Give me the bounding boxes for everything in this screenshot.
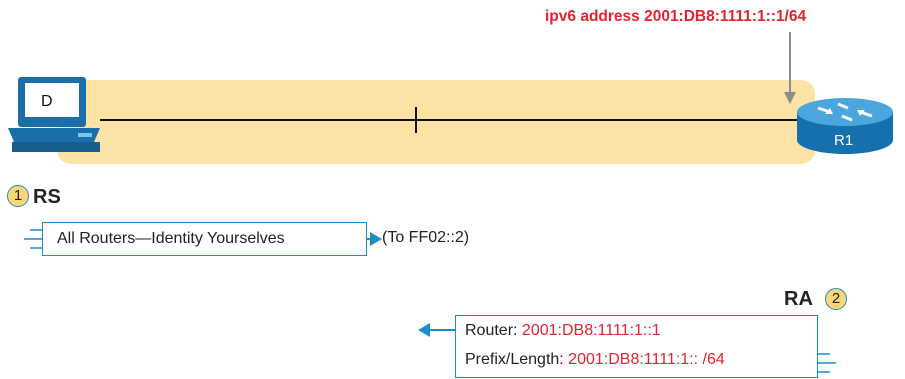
ra-prefix-line: Prefix/Length: 2001:DB8:1111:1:: /64 [465, 345, 817, 374]
rs-arrowhead [370, 232, 382, 246]
router-icon [797, 98, 893, 154]
ra-title: RA [784, 288, 813, 310]
ra-router-key: Router: [465, 322, 522, 339]
pc-label: D [41, 93, 53, 110]
pc-icon [8, 77, 100, 152]
ra-router-line: Router: 2001:DB8:1111:1::1 [465, 316, 817, 345]
ra-step-badge: 2 [825, 288, 847, 310]
rs-step-badge: 1 [7, 185, 29, 207]
ra-arrowhead [418, 323, 430, 337]
ra-prefix-value: 2001:DB8:1111:1:: /64 [568, 351, 725, 368]
ra-prefix-key: Prefix/Length: [465, 351, 569, 368]
rs-message-box: All Routers—Identity Yourselves [42, 222, 367, 256]
rs-message-text: All Routers—Identity Yourselves [57, 230, 285, 247]
rs-speed-lines [24, 229, 42, 249]
lan-segment-highlight [57, 80, 815, 164]
router-label: R1 [834, 132, 854, 149]
ra-router-value: 2001:DB8:1111:1::1 [521, 322, 661, 339]
command-pointer-arrowhead [784, 92, 796, 104]
ra-message-box: Router: 2001:DB8:1111:1::1 Prefix/Length… [455, 315, 818, 378]
ra-speed-lines [818, 353, 836, 373]
rs-title: RS [33, 186, 61, 208]
ipv6-address-command: ipv6 address 2001:DB8:1111:1::1/64 [545, 8, 807, 25]
rs-destination: (To FF02::2) [382, 229, 470, 246]
